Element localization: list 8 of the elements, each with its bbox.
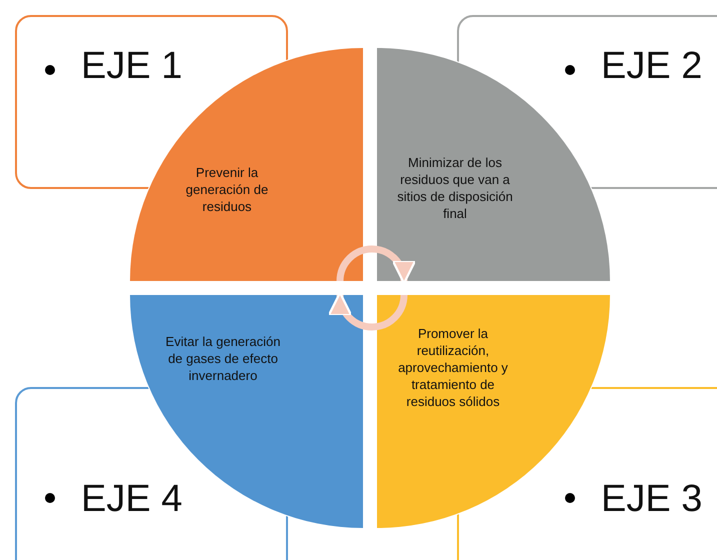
axis-title: EJE 4 [81, 478, 182, 521]
quadrant-text: Promover la reutilización, aprovechamiento y tratamiento de residuos sólidos [397, 325, 509, 410]
axis-title: EJE 1 [81, 45, 182, 88]
axis-title: EJE 3 [601, 478, 702, 521]
quadrant-text: Prevenir la generación de residuos [184, 164, 270, 215]
quadrant-text: Evitar la generación de gases de efecto invernadero [165, 333, 281, 384]
quadrant-text: Minimizar de los residuos que van a sitios de disposición final [397, 154, 513, 222]
axis-title: EJE 2 [601, 45, 702, 88]
